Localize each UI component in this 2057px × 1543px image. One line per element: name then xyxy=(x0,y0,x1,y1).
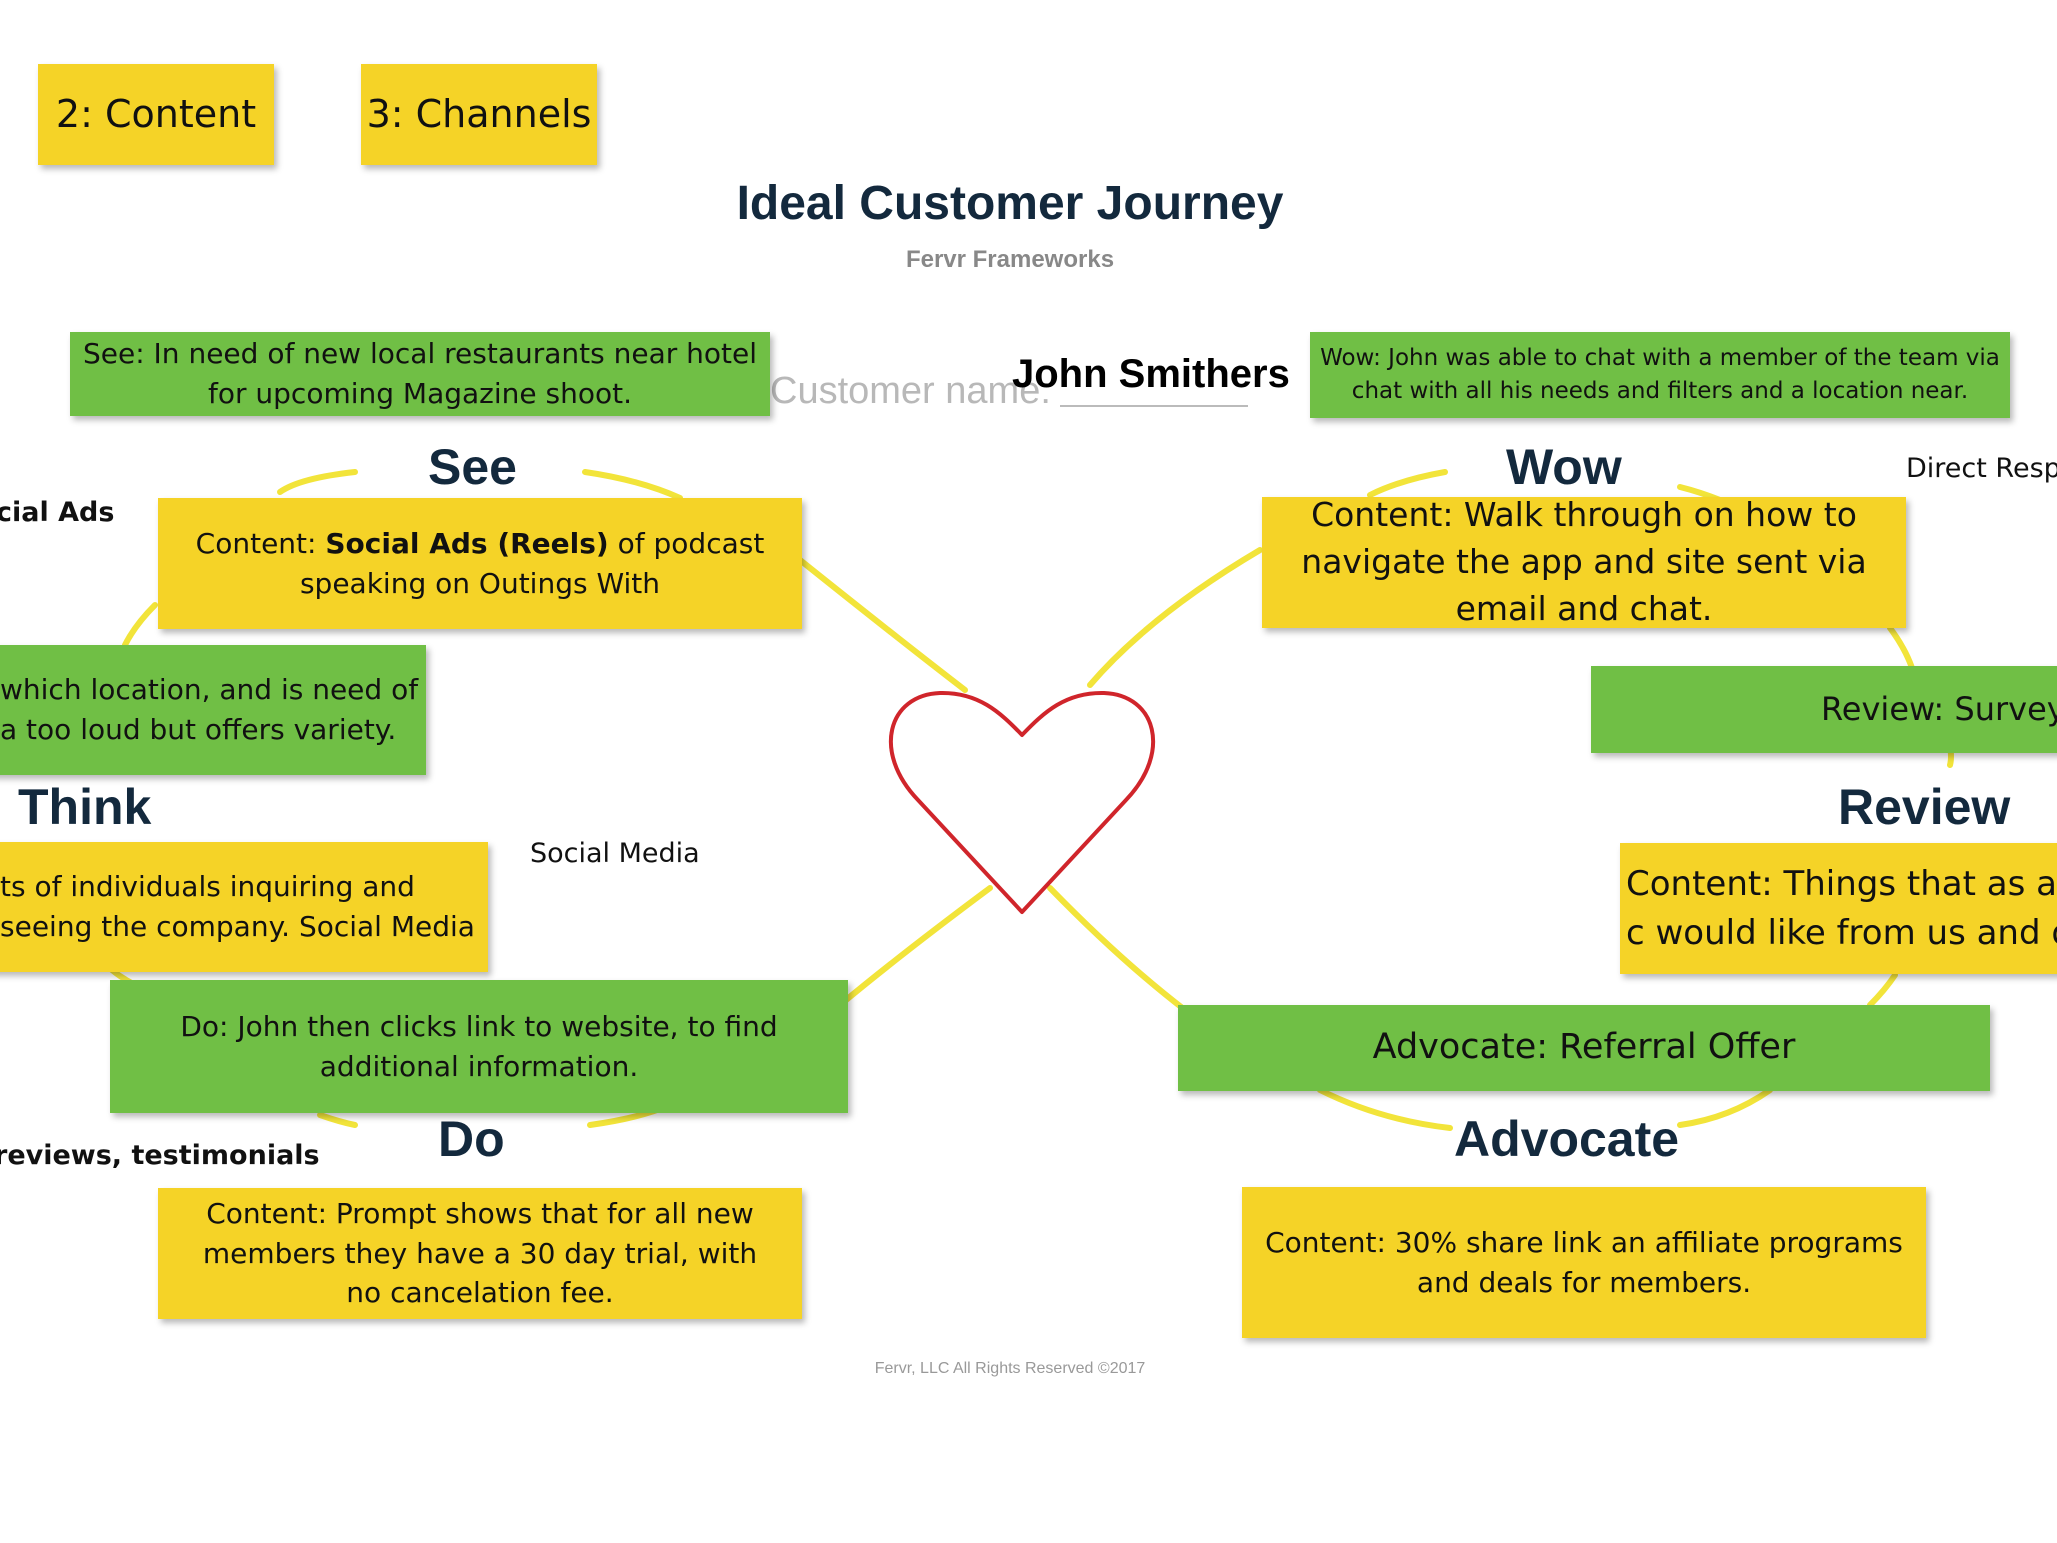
think-content-note[interactable]: ts of individuals inquiring and seeing t… xyxy=(0,842,488,972)
review-content-text: Content: Things that as a c would like f… xyxy=(1626,864,2057,953)
channel-left-top: cial Ads xyxy=(0,497,115,528)
see-content-rest: of podcast speaking on Outings With xyxy=(299,526,765,600)
stage-review: Review xyxy=(1838,779,2011,835)
see-content-note[interactable]: Content: Social Ads (Reels) of podcast s… xyxy=(158,498,802,629)
heart-icon xyxy=(888,690,1156,914)
review-note-text: Review: Survey xyxy=(1821,689,2057,728)
wow-content-note[interactable]: Content: Walk through on how to navigate… xyxy=(1262,497,1906,628)
page-title: Ideal Customer Journey xyxy=(736,177,1284,230)
content-tab-note[interactable]: 2: Content xyxy=(38,64,274,165)
customer-name-value[interactable]: John Smithers xyxy=(1012,352,1290,396)
see-content-text: Content: Social Ads (Reels) of podcast s… xyxy=(188,524,772,604)
stage-think: Think xyxy=(18,779,152,835)
advocate-note[interactable]: Advocate: Referral Offer xyxy=(1178,1005,1990,1091)
advocate-content-note[interactable]: Content: 30% share link an affiliate pro… xyxy=(1242,1187,1926,1338)
see-content-prefix: Content: xyxy=(195,526,326,560)
channel-right-top: Direct Resp xyxy=(1906,453,2057,484)
think-note[interactable]: which location, and is need of a too lou… xyxy=(0,645,426,775)
stage-see: See xyxy=(428,439,517,495)
do-note[interactable]: Do: John then clicks link to website, to… xyxy=(110,980,848,1113)
customer-name-label: Customer name: xyxy=(770,370,1051,412)
think-content-text: ts of individuals inquiring and seeing t… xyxy=(0,870,475,943)
stage-advocate: Advocate xyxy=(1454,1111,1680,1167)
page-subtitle: Fervr Frameworks xyxy=(905,246,1115,273)
see-content-bold: Social Ads (Reels) xyxy=(325,526,609,560)
do-content-note[interactable]: Content: Prompt shows that for all new m… xyxy=(158,1188,802,1319)
think-note-text: which location, and is need of a too lou… xyxy=(0,673,419,746)
customer-name-underline xyxy=(1060,405,1248,407)
channel-left-bottom: reviews, testimonials xyxy=(0,1140,320,1171)
stage-do: Do xyxy=(438,1111,505,1167)
channels-tab-note[interactable]: 3: Channels xyxy=(361,64,597,165)
copyright-footer: Fervr, LLC All Rights Reserved ©2017 xyxy=(874,1360,1146,1377)
wow-note[interactable]: Wow: John was able to chat with a member… xyxy=(1310,332,2010,418)
see-note[interactable]: See: In need of new local restaurants ne… xyxy=(70,332,770,416)
stage-wow: Wow xyxy=(1506,439,1622,495)
review-note[interactable]: Review: Survey xyxy=(1591,666,2057,753)
review-content-note[interactable]: Content: Things that as a c would like f… xyxy=(1620,843,2057,974)
channel-middle: Social Media xyxy=(530,838,700,869)
